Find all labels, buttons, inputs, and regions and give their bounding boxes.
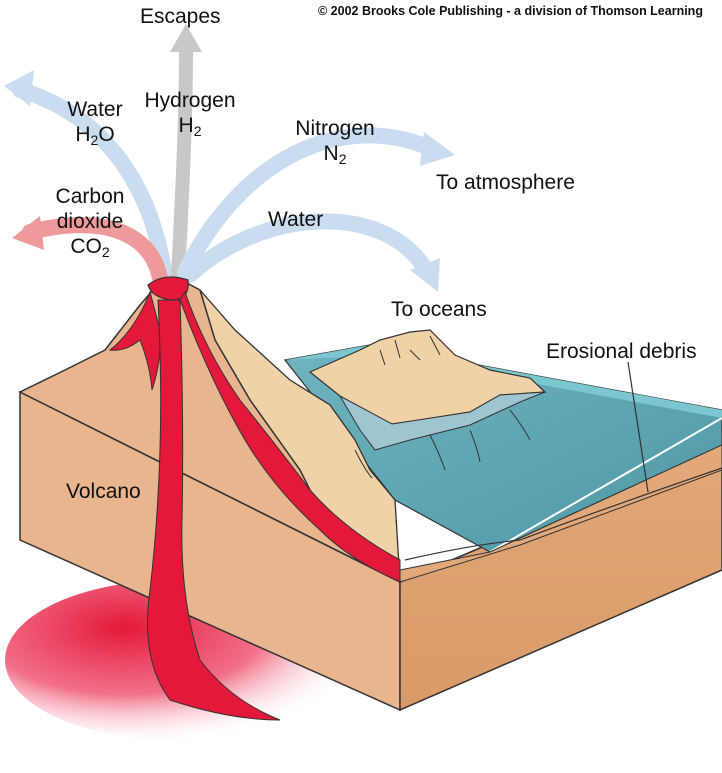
gas-arrows [4,24,455,292]
water-h2o-name: Water [67,98,123,121]
nitrogen-label: Nitrogen N2 [285,116,385,166]
hydrogen-arrowhead [170,24,202,52]
wave-lines [354,409,531,479]
carbon-dioxide-formula: CO2 [70,235,110,260]
water-to-oceans-arrowhead [410,258,440,292]
erosional-debris-pointer [627,361,649,493]
carbon-dioxide-label: Carbon dioxide CO2 [40,184,140,259]
copyright-notice: © 2002 Brooks Cole Publishing - a divisi… [318,4,703,18]
water-vapor-arrowhead [4,70,34,106]
to-oceans-label: To oceans [391,298,487,321]
water-h2o-formula: H2O [75,123,115,148]
lava-flow-left [108,290,161,391]
water-h2o-label: Water H2O [60,97,130,147]
erosional-debris-label: Erosional debris [546,340,697,363]
magma-conduit [147,299,281,721]
coast-lines [379,335,441,366]
landmass [199,289,547,584]
hydrogen-formula: H2 [178,114,202,139]
escapes-label: Escapes [140,5,221,28]
shore-shelf [338,391,546,451]
lava-flow-right [179,290,401,583]
nitrogen-arrowhead [420,132,455,166]
nitrogen-formula: N2 [323,142,347,167]
hydrogen-arrow [171,41,193,282]
volcano-label: Volcano [66,480,141,503]
ocean-edge-highlight [489,417,722,553]
hydrogen-label: Hydrogen H2 [135,88,245,138]
volcano [18,276,401,721]
to-atmosphere-label: To atmosphere [436,171,575,194]
water-label: Water [268,208,324,231]
carbon-dioxide-line1: Carbon [55,185,125,208]
carbon-dioxide-line2: dioxide [56,210,124,233]
seafloor-outline [404,467,722,561]
nitrogen-name: Nitrogen [295,117,375,140]
water-to-oceans-arrow [182,213,433,283]
ocean-top-strip [285,345,722,418]
co2-arrow [22,217,168,286]
nitrogen-arrow [177,127,438,280]
co2-arrowhead [12,216,44,250]
hydrogen-name: Hydrogen [144,89,236,112]
water-vapor-arrow [12,82,173,286]
